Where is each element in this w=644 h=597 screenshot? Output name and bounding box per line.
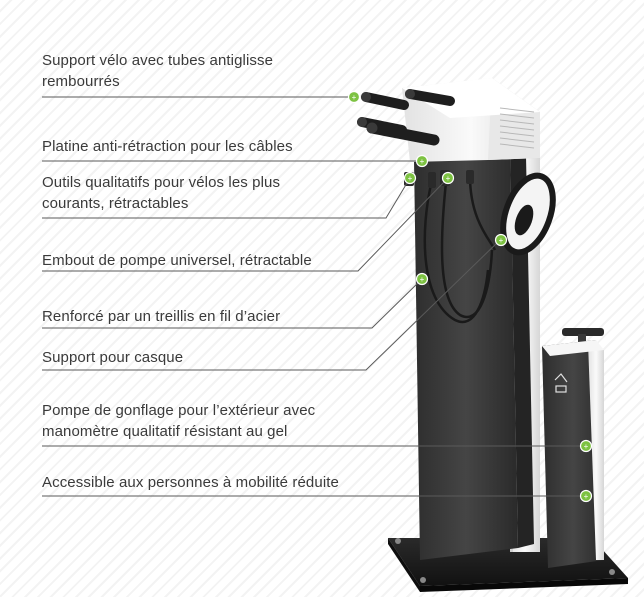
bike-support-tubes (357, 89, 455, 146)
marker-cable-plate (415, 154, 429, 168)
label-pump-nozzle: Embout de pompe universel, rétractable (42, 250, 312, 271)
label-line: courants, rétractables (42, 195, 189, 212)
svg-text:+: + (584, 442, 589, 451)
marker-pump (579, 439, 593, 453)
label-line: Outils qualitatifs pour vélos les plus (42, 174, 281, 191)
svg-text:+: + (446, 174, 451, 183)
marker-tools-2 (441, 171, 455, 185)
label-line: rembourrés (42, 73, 120, 90)
label-line: Pompe de gonflage pour l’extérieur avec (42, 402, 316, 419)
label-steel-mesh: Renforcé par un treillis en fil d’acier (42, 306, 280, 327)
label-accessibility: Accessible aux personnes à mobilité rédu… (42, 472, 339, 493)
label-line: Platine anti-rétraction pour les câbles (42, 138, 293, 155)
marker-plus-signs: + + + + + + + + (352, 93, 589, 501)
label-line: Accessible aux personnes à mobilité rédu… (42, 474, 339, 491)
label-pump: Pompe de gonflage pour l’extérieur avec … (42, 400, 315, 442)
helmet-holder (500, 172, 556, 256)
label-cable-plate: Platine anti-rétraction pour les câbles (42, 136, 293, 157)
label-line: Support pour casque (42, 349, 184, 366)
marker-pump-nozzle (494, 233, 508, 247)
svg-text:+: + (408, 174, 413, 183)
svg-text:+: + (352, 93, 357, 102)
pump-unit (542, 328, 604, 568)
label-line: Embout de pompe universel, rétractable (42, 252, 312, 269)
svg-text:+: + (420, 275, 425, 284)
label-line: Renforcé par un treillis en fil d’acier (42, 308, 281, 325)
label-helmet-holder: Support pour casque (42, 347, 183, 368)
label-line: Support vélo avec tubes antiglisse (42, 52, 274, 69)
tool-housing (402, 78, 540, 162)
label-tools: Outils qualitatifs pour vélos les plus c… (42, 172, 280, 214)
leader-lines (42, 96, 586, 497)
svg-text:+: + (420, 157, 425, 166)
svg-text:+: + (499, 236, 504, 245)
label-line: manomètre qualitatif résistant au gel (42, 423, 288, 440)
marker-steel-mesh (415, 272, 429, 286)
label-bike-support: Support vélo avec tubes antiglisse rembo… (42, 50, 273, 92)
green-markers (347, 90, 593, 503)
svg-text:+: + (584, 492, 589, 501)
marker-accessible (579, 489, 593, 503)
marker-tools-1 (403, 171, 417, 185)
marker-bike-support (347, 90, 361, 104)
